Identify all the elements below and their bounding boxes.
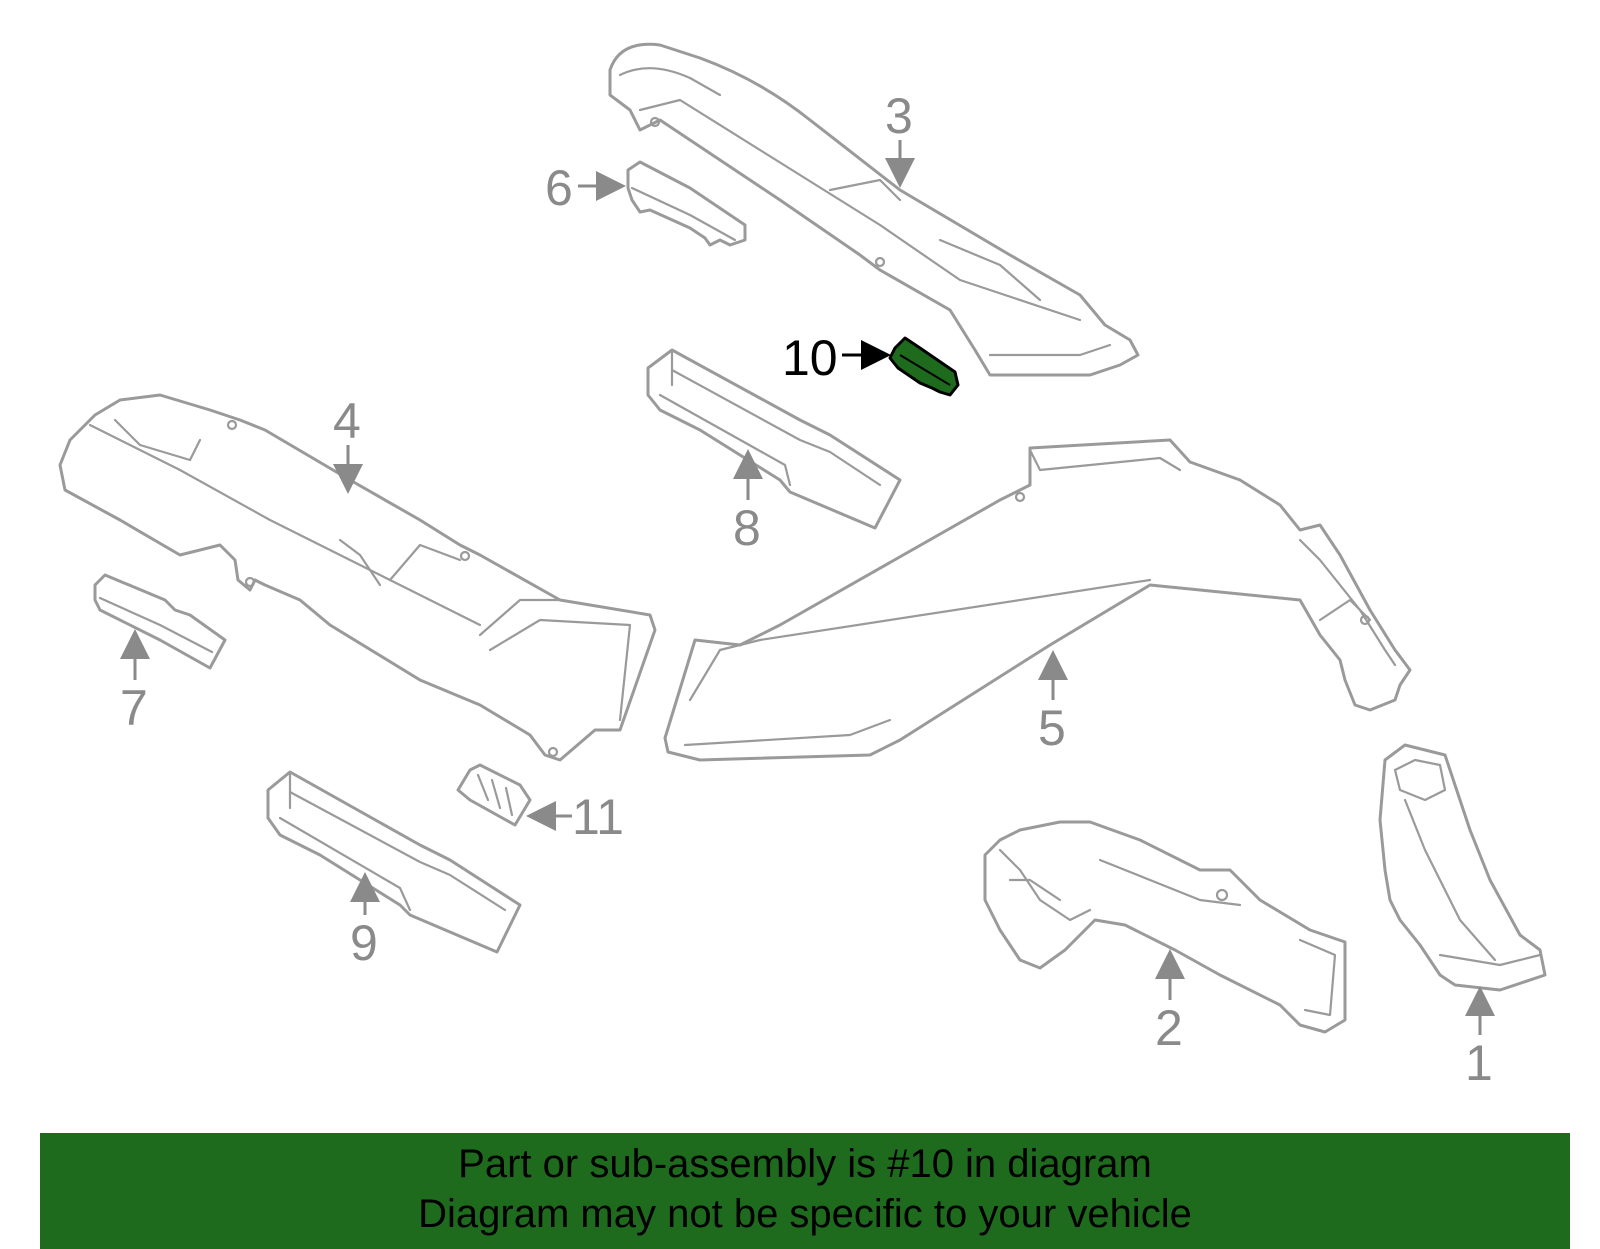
- part-11-bracket[interactable]: [456, 763, 532, 827]
- banner-line-2: Diagram may not be specific to your vehi…: [418, 1192, 1192, 1236]
- part-9-tray[interactable]: [266, 770, 522, 954]
- callout-8: 8: [733, 500, 761, 556]
- callout-6: 6: [545, 160, 573, 216]
- part-10-highlighted[interactable]: [888, 336, 960, 397]
- part-3-duct[interactable]: [608, 42, 1140, 377]
- callout-7: 7: [120, 680, 148, 736]
- part-4-duct[interactable]: [58, 393, 657, 762]
- part-7-strip[interactable]: [93, 573, 227, 670]
- info-banner: Part or sub-assembly is #10 in diagram D…: [40, 1133, 1570, 1249]
- callout-3: 3: [885, 88, 913, 144]
- part-5-duct[interactable]: [663, 438, 1412, 762]
- callout-2: 2: [1155, 1000, 1183, 1056]
- callout-11: 11: [572, 789, 624, 845]
- callout-10: 10: [782, 330, 838, 386]
- callout-9: 9: [350, 915, 378, 971]
- part-8-tray[interactable]: [646, 348, 902, 530]
- banner-line-1: Part or sub-assembly is #10 in diagram: [458, 1142, 1152, 1186]
- callout-labels: 3 6 10 4 8 7 5 11 9 2 1: [120, 88, 1493, 1091]
- callout-arrows: [120, 140, 1495, 1035]
- parts-diagram: 3 6 10 4 8 7 5 11 9 2 1: [58, 42, 1547, 1091]
- callout-4: 4: [333, 393, 361, 449]
- part-6-strip[interactable]: [626, 160, 747, 247]
- part-2-vent-duct[interactable]: [983, 820, 1347, 1034]
- part-1-vertical-vent[interactable]: [1378, 743, 1547, 992]
- callout-5: 5: [1038, 700, 1066, 756]
- callout-1: 1: [1465, 1035, 1493, 1091]
